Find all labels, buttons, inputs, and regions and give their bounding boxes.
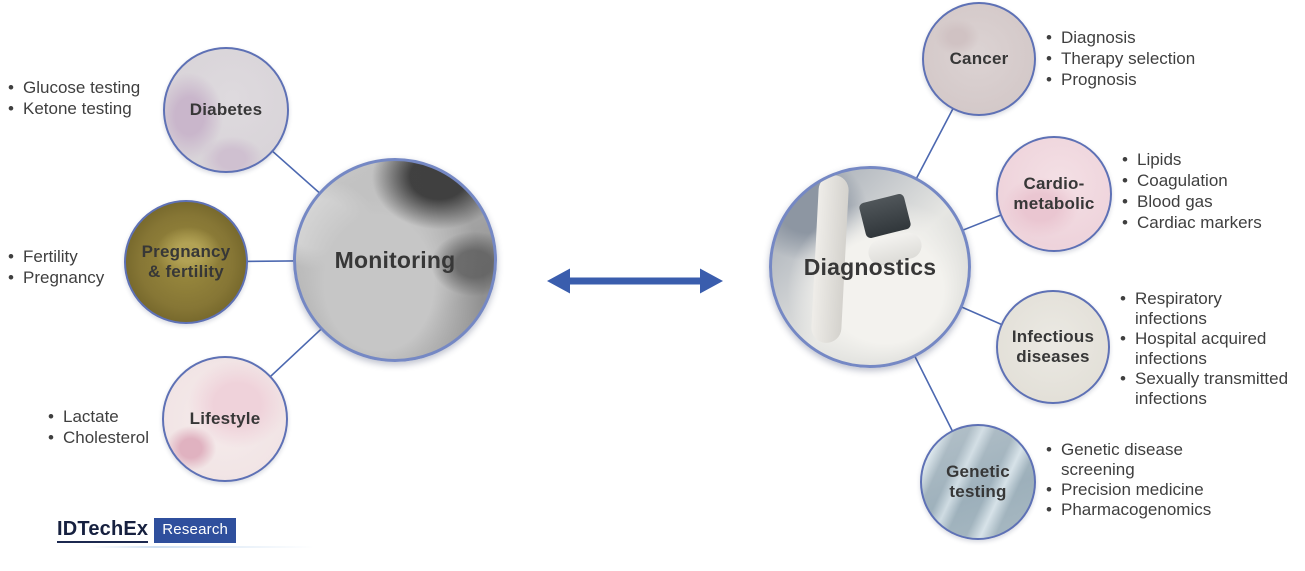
bullet-dot: • [8,78,14,97]
satellite-label-pregnancy-fertility: Pregnancy & fertility [141,242,231,281]
bullet-item: • Respiratory infections [1120,289,1305,329]
bullet-dot: • [1122,192,1128,211]
diagnostics-hub-label: Diagnostics [803,253,937,280]
bullet-dot: • [1122,150,1128,169]
logo-brand-text: IDTechEx [57,518,149,543]
logo-research-badge: Research [154,518,237,543]
bullet-text: Pharmacogenomics [1061,500,1212,519]
bullet-dot: • [1120,369,1126,388]
bullet-item: • Pharmacogenomics [1046,500,1236,520]
bullet-text: Pregnancy [23,268,105,287]
satellite-circle-cardio-metabolic: Cardio- metabolic [996,136,1112,252]
bullet-item: • Genetic disease screening [1046,440,1236,480]
bullet-dot: • [48,407,54,426]
monitoring-hub-label: Monitoring [334,246,456,273]
bullet-list-diabetes: • Glucose testing • Ketone testing [8,77,178,119]
bullet-item: • Cardiac markers [1122,212,1302,233]
bullet-item: • Hospital acquired infections [1120,329,1305,369]
bullet-dot: • [1046,480,1052,499]
bullet-item: • Fertility [8,246,158,267]
bullet-dot: • [1046,500,1052,519]
bullet-dot: • [1046,49,1052,68]
bullet-dot: • [1120,289,1126,308]
bullet-item: • Sexually transmitted infections [1120,369,1305,409]
bullet-text: Lipids [1137,150,1182,169]
satellite-circle-cancer: Cancer [922,2,1036,116]
satellite-label-cancer: Cancer [949,49,1009,69]
bullet-text: Glucose testing [23,78,141,97]
bullet-item: • Diagnosis [1046,27,1276,48]
bullet-item: • Pregnancy [8,267,158,288]
bullet-text: Lactate [63,407,119,426]
bullet-item: • Prognosis [1046,69,1276,90]
bullet-list-genetic-testing: • Genetic disease screening • Precision me… [1046,440,1236,520]
bullet-text: Cardiac markers [1137,213,1262,232]
bullet-text: Coagulation [1137,171,1228,190]
satellite-circle-diabetes: Diabetes [163,47,289,173]
bullet-text: Prognosis [1061,70,1137,89]
diagnostics-hub-circle: Diagnostics [769,166,971,368]
bullet-text: Respiratory infections [1135,289,1222,328]
bullet-item: • Lipids [1122,149,1302,170]
bullet-text: Blood gas [1137,192,1213,211]
bullet-item: • Lactate [48,406,198,427]
idtechex-logo: IDTechEx Research [57,518,237,543]
bullet-item: • Ketone testing [8,98,178,119]
bullet-dot: • [1122,171,1128,190]
satellite-circle-pregnancy-fertility: Pregnancy & fertility [124,200,248,324]
satellite-circle-infectious-diseases: Infectious diseases [996,290,1110,404]
bullet-item: • Cholesterol [48,427,198,448]
bullet-list-infectious-diseases: • Respiratory infections • Hospital acquir… [1120,289,1305,409]
bullet-dot: • [1046,440,1052,459]
logo-underline-swoosh [88,546,314,548]
bullet-list-lifestyle: • Lactate • Cholesterol [48,406,198,448]
satellite-label-lifestyle: Lifestyle [189,409,261,429]
bullet-text: Hospital acquired infections [1135,329,1267,368]
bullet-item: • Glucose testing [8,77,178,98]
satellite-label-diabetes: Diabetes [189,100,263,120]
bullet-dot: • [1122,213,1128,232]
bullet-dot: • [8,247,14,266]
bullet-dot: • [48,428,54,447]
bullet-item: • Precision medicine [1046,480,1236,500]
bullet-list-cancer: • Diagnosis • Therapy selection • Prognosis [1046,27,1276,90]
double-arrow-icon [547,268,723,294]
bullet-text: Fertility [23,247,78,266]
bullet-list-pregnancy-fertility: • Fertility • Pregnancy [8,246,158,288]
bullet-dot: • [8,268,14,287]
bullet-text: Diagnosis [1061,28,1136,47]
bullet-dot: • [1046,28,1052,47]
bullet-text: Precision medicine [1061,480,1204,499]
bullet-dot: • [1046,70,1052,89]
bullet-dot: • [1120,329,1126,348]
satellite-label-infectious-diseases: Infectious diseases [1011,327,1095,366]
satellite-label-genetic-testing: Genetic testing [946,462,1010,501]
bullet-text: Therapy selection [1061,49,1196,68]
satellite-label-cardio-metabolic: Cardio- metabolic [1013,174,1095,213]
satellite-circle-genetic-testing: Genetic testing [920,424,1036,540]
monitoring-hub-circle: Monitoring [293,158,497,362]
bullet-text: Cholesterol [63,428,149,447]
bullet-dot: • [8,99,14,118]
bullet-list-cardio-metabolic: • Lipids • Coagulation • Blood gas • Cardiac… [1122,149,1302,233]
bullet-item: • Therapy selection [1046,48,1276,69]
bullet-item: • Coagulation [1122,170,1302,191]
bullet-text: Ketone testing [23,99,132,118]
satellite-circle-lifestyle: Lifestyle [162,356,288,482]
bullet-item: • Blood gas [1122,191,1302,212]
bullet-text: Sexually transmitted infections [1135,369,1289,408]
bullet-text: Genetic disease screening [1061,440,1183,479]
